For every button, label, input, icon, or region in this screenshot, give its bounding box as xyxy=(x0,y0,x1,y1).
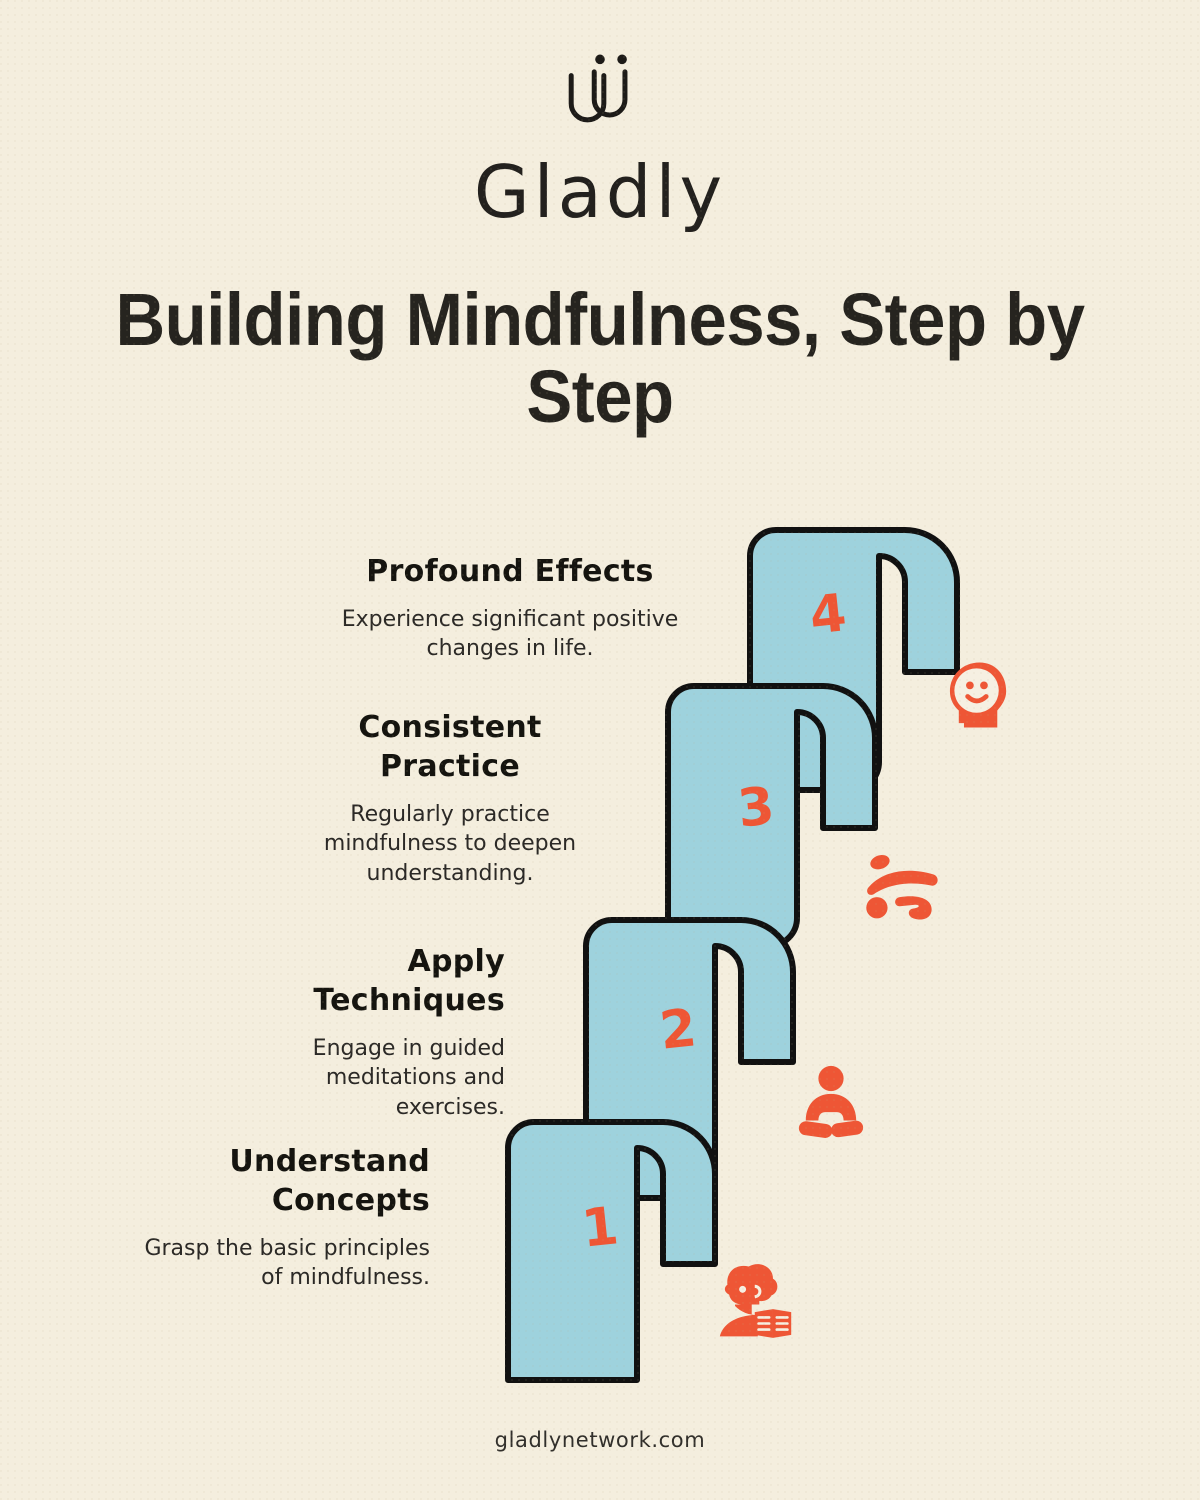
yoga-pose-icon xyxy=(866,854,938,920)
step-text-block-2: Apply Techniques Engage in guided medita… xyxy=(210,942,505,1122)
step-card-3-shape xyxy=(665,683,878,949)
step-description-2: Engage in guided meditations and exercis… xyxy=(312,1036,505,1120)
step-number-2: 2 xyxy=(656,998,700,1062)
step-title-2: Apply Techniques xyxy=(313,944,505,1018)
step-number-4: 4 xyxy=(806,583,850,647)
step-text-block-4: Profound Effects Experience significant … xyxy=(340,552,680,664)
step-number-3: 3 xyxy=(734,776,778,840)
step-text-block-3: Consistent Practice Regularly practice m… xyxy=(310,708,590,888)
step-description-1: Grasp the basic principles of mindfulnes… xyxy=(144,1236,430,1291)
seated-meditation-icon xyxy=(798,1065,864,1138)
step-title-1: Understand Concepts xyxy=(229,1144,430,1218)
step-title-4: Profound Effects xyxy=(366,554,654,589)
brand-name: Gladly xyxy=(473,150,727,234)
person-reading-book-icon xyxy=(719,1264,792,1338)
gladly-face-mark-icon xyxy=(568,54,628,123)
brand-header: Gladly xyxy=(0,44,1200,228)
step-card-4-shape xyxy=(747,527,960,793)
step-description-4: Experience significant positive changes … xyxy=(341,607,679,662)
footer-website[interactable]: gladlynetwork.com xyxy=(494,1428,706,1452)
step-card-1-shape xyxy=(505,1119,718,1383)
head-smiley-icon xyxy=(949,662,1007,728)
step-title-3: Consistent Practice xyxy=(358,710,542,784)
step-description-3: Regularly practice mindfulness to deepen… xyxy=(323,802,577,886)
page-title: Building Mindfulness, Step by Step xyxy=(115,278,1085,438)
step-number-1: 1 xyxy=(578,1196,622,1260)
step-text-block-1: Understand Concepts Grasp the basic prin… xyxy=(120,1142,430,1293)
